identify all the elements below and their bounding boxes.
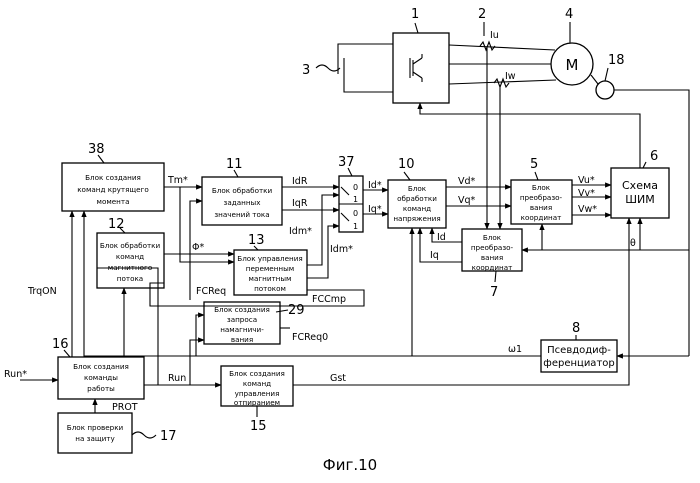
ref-8: 8 <box>572 321 580 336</box>
pwm-text: СхемаШИМ <box>622 179 658 206</box>
ref-12: 12 <box>108 217 125 232</box>
signal-theta: θ <box>630 238 636 249</box>
signal-vd-star: Vd* <box>458 176 476 187</box>
signal-idm-2: Idm* <box>330 244 353 255</box>
ref-17: 17 <box>160 429 177 444</box>
signal-id-star: Id* <box>368 180 382 191</box>
signal-idm: Idm* <box>289 226 312 237</box>
signal-id: Id <box>437 232 446 243</box>
battery-icon <box>338 58 344 78</box>
signal-gst: Gst <box>330 373 346 384</box>
inverter-block <box>393 33 449 103</box>
signal-iw: Iw <box>505 71 516 82</box>
signal-prot: PROT <box>112 402 138 413</box>
signal-fcreq: FCReq <box>196 286 226 297</box>
ref-7: 7 <box>490 285 498 300</box>
switch-label-1b: 1 <box>353 222 358 231</box>
ref-37: 37 <box>338 155 355 170</box>
ref-15: 15 <box>250 419 267 434</box>
signal-trqon: TrqON <box>27 286 57 297</box>
signal-vu: Vu* <box>578 175 595 186</box>
signal-iq-star: Iq* <box>368 204 382 215</box>
signal-omega: ω1 <box>508 344 522 355</box>
signal-tm: Tm* <box>167 175 188 186</box>
ref-4: 4 <box>565 7 573 22</box>
figure-title: Фиг.10 <box>323 456 377 474</box>
ref-3: 3 <box>302 63 310 78</box>
signal-iu: Iu <box>490 30 499 41</box>
signal-fcreq0: FCReq0 <box>292 332 328 343</box>
signal-run-star: Run* <box>4 369 27 380</box>
encoder <box>596 81 614 99</box>
ref-6: 6 <box>650 149 658 164</box>
signal-fccmp: FCCmp <box>312 294 346 305</box>
ref-16: 16 <box>52 337 69 352</box>
signal-idr: IdR <box>292 176 308 187</box>
ref-10: 10 <box>398 157 415 172</box>
ref-1: 1 <box>411 7 419 22</box>
ref-29: 29 <box>288 303 305 318</box>
signal-run: Run <box>168 373 186 384</box>
switch-label-0a: 0 <box>353 183 358 192</box>
switch-label-0b: 0 <box>353 209 358 218</box>
signal-iq: Iq <box>430 250 439 261</box>
protection-check-block <box>58 413 132 453</box>
signal-phi: Φ* <box>192 242 204 253</box>
signal-vv: Vv* <box>578 188 595 199</box>
signal-vq-star: Vq* <box>458 195 476 206</box>
ref-5: 5 <box>530 157 538 172</box>
ref-18: 18 <box>608 53 625 68</box>
switch-label-1a: 1 <box>353 195 358 204</box>
motor-label: M <box>566 56 579 74</box>
ref-11: 11 <box>226 157 243 172</box>
signal-vw: Vw* <box>578 204 597 215</box>
ref-38: 38 <box>88 142 105 157</box>
signal-iqr: IqR <box>292 198 308 209</box>
ref-2: 2 <box>478 7 486 22</box>
ref-13: 13 <box>248 233 265 248</box>
